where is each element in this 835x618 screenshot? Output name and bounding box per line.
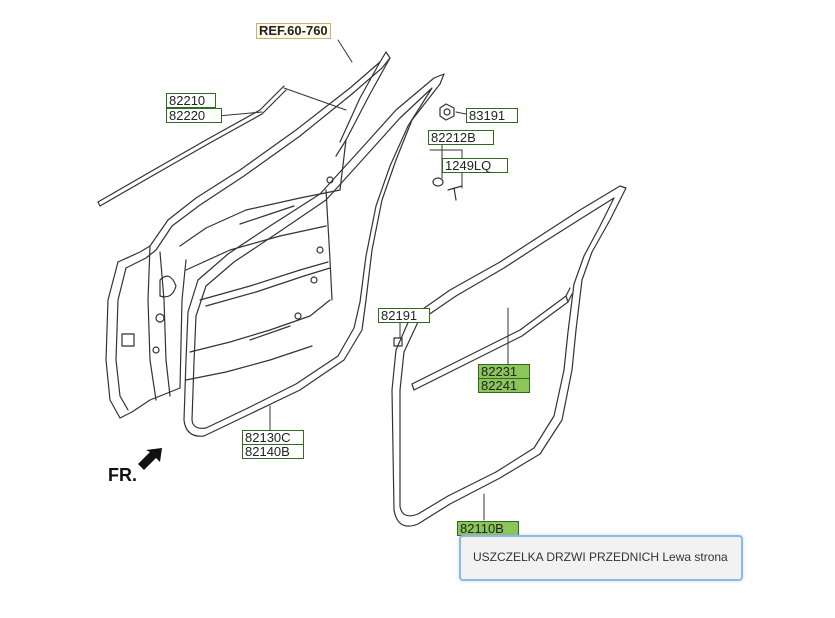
part-label-82212B[interactable]: 82212B — [428, 130, 494, 145]
part-label-82110B[interactable]: 82110B — [457, 521, 519, 536]
door-frame-assembly — [105, 51, 391, 419]
part-label-82140B[interactable]: 82140B — [242, 444, 304, 459]
leader-lines — [217, 39, 509, 521]
door-weatherstrip-82110B — [391, 185, 627, 527]
door-opening-seal — [183, 73, 445, 437]
part-label-83191[interactable]: 83191 — [466, 108, 518, 123]
tooltip-text: USZCZELKA DRZWI PRZEDNICH Lewa strona — [473, 550, 728, 564]
part-label-82220[interactable]: 82220 — [166, 108, 222, 123]
part-label-82241[interactable]: 82241 — [478, 378, 530, 393]
belt-moulding-strip — [97, 85, 287, 207]
reference-label: REF.60-760 — [256, 23, 331, 39]
part-tooltip: USZCZELKA DRZWI PRZEDNICH Lewa strona — [459, 535, 743, 581]
inner-belt-weatherstrip — [411, 287, 573, 391]
part-label-82130C[interactable]: 82130C — [242, 430, 304, 445]
part-label-82191[interactable]: 82191 — [378, 308, 430, 323]
front-arrow-icon — [138, 448, 162, 470]
front-direction-label: FR. — [108, 465, 137, 485]
small-fasteners — [393, 103, 463, 347]
part-label-1249LQ[interactable]: 1249LQ — [442, 158, 508, 173]
part-label-82231[interactable]: 82231 — [478, 364, 530, 379]
part-label-82210[interactable]: 82210 — [166, 93, 216, 108]
